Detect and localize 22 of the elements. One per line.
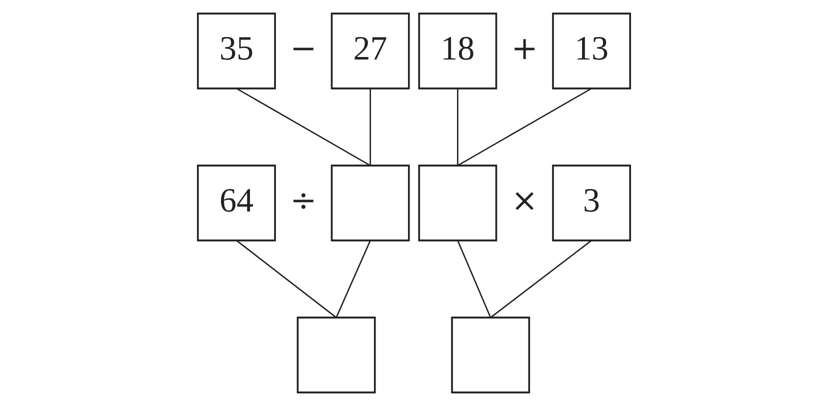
node-box: 27 <box>330 12 410 89</box>
label: ÷ <box>290 182 317 218</box>
connector <box>236 239 337 318</box>
node-box: 64 <box>196 164 276 241</box>
connector <box>457 240 492 318</box>
label: − <box>290 30 317 66</box>
node-box: 3 <box>552 164 632 241</box>
connector <box>336 240 371 318</box>
connector <box>236 87 371 166</box>
label: × <box>511 182 538 218</box>
connector <box>490 239 592 318</box>
node-box <box>451 316 530 393</box>
node-box <box>296 316 376 393</box>
connector <box>370 88 371 166</box>
connector <box>457 87 592 166</box>
node-box: 35 <box>196 12 276 89</box>
node-box <box>418 164 498 241</box>
connector <box>457 88 458 166</box>
node-box: 18 <box>418 12 498 89</box>
node-box: 13 <box>552 12 632 89</box>
label: + <box>511 30 538 66</box>
node-box <box>330 164 410 241</box>
